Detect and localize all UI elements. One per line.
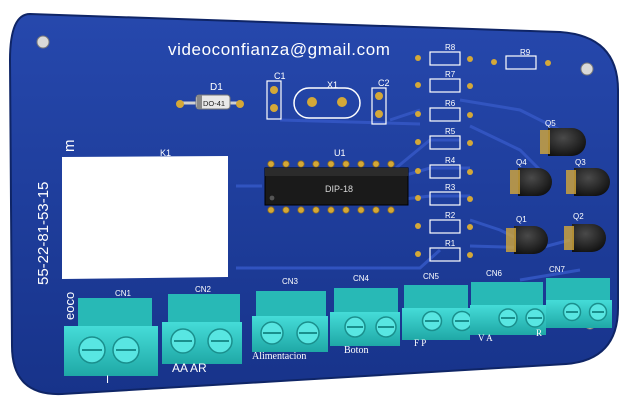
side-text-fragment: m xyxy=(61,140,78,153)
terminal-cn7-label: R xyxy=(536,328,542,338)
transistor-q1: Q1 xyxy=(506,215,548,254)
transistor-q5: Q5 xyxy=(540,119,586,156)
terminal-cn2: CN2 AA AR xyxy=(162,285,242,375)
capacitor-c1-ref: C1 xyxy=(274,71,286,81)
terminal-cn6-label: V A xyxy=(478,333,493,343)
terminal-cn3-label: Alimentacion xyxy=(252,351,306,362)
transistor-q1-ref: Q1 xyxy=(516,215,527,224)
resistor-r9-ref: R9 xyxy=(520,48,531,57)
terminal-cn1-ref: CN1 xyxy=(115,289,132,298)
resistor-r5-ref: R5 xyxy=(445,127,456,136)
terminal-cn4-ref: CN4 xyxy=(353,274,370,283)
terminal-cn3-ref: CN3 xyxy=(282,277,299,286)
email-text: videoconfianza@gmail.com xyxy=(168,40,391,59)
resistor-array: R8 R9 R7 R6 R5 R4 R3 R2 R1 xyxy=(415,43,551,262)
terminal-cn4-label: Boton xyxy=(344,345,368,356)
relay-ref: K1 xyxy=(160,148,171,158)
terminal-cn7-ref: CN7 xyxy=(549,265,566,274)
transistor-q4-ref: Q4 xyxy=(516,158,527,167)
relay-k1: K1 xyxy=(62,148,228,279)
ic-ref: U1 xyxy=(334,148,346,158)
terminal-cn7: CN7 R xyxy=(536,265,612,338)
terminal-cn1-label: I xyxy=(106,374,109,386)
resistor-r1-ref: R1 xyxy=(445,239,456,248)
transistor-q3: Q3 xyxy=(566,158,610,196)
diode-package: DO-41 xyxy=(203,99,225,108)
resistor-r8-ref: R8 xyxy=(445,43,456,52)
transistor-q2: Q2 xyxy=(564,212,606,252)
resistor-r3-ref: R3 xyxy=(445,183,456,192)
resistor-r2-ref: R2 xyxy=(445,211,456,220)
capacitor-c2: C2 xyxy=(371,78,390,125)
terminal-cn2-label: AA AR xyxy=(172,361,207,375)
terminal-cn6: CN6 V A xyxy=(470,269,546,343)
mount-hole xyxy=(36,35,50,49)
capacitor-c1: C1 xyxy=(266,71,286,120)
phone-text: 55-22-81-53-15 xyxy=(35,182,52,285)
ic-package: DIP-18 xyxy=(325,184,353,194)
terminal-cn1: CN1 I xyxy=(64,289,158,386)
ic-u1: U1 DIP-18 xyxy=(264,148,409,214)
terminal-cn2-ref: CN2 xyxy=(195,285,212,294)
diode-d1: D1 DO-41 xyxy=(176,82,244,110)
transistor-q2-ref: Q2 xyxy=(573,212,584,221)
side-text-fragment-2: eoco xyxy=(62,292,77,320)
terminal-cn6-ref: CN6 xyxy=(486,269,503,278)
terminal-cn5-ref: CN5 xyxy=(423,272,440,281)
mount-hole xyxy=(580,62,594,76)
transistor-q4: Q4 xyxy=(510,158,552,196)
terminal-cn3: CN3 Alimentacion xyxy=(252,277,328,362)
diode-ref: D1 xyxy=(210,82,223,93)
capacitor-c2-ref: C2 xyxy=(378,78,390,88)
transistor-q5-ref: Q5 xyxy=(545,119,556,128)
terminal-cn4: CN4 Boton xyxy=(330,274,400,356)
terminal-cn5-label: F P xyxy=(414,338,426,348)
crystal-ref: X1 xyxy=(327,80,338,90)
resistor-r4-ref: R4 xyxy=(445,156,456,165)
terminal-cn5: CN5 F P xyxy=(402,272,473,348)
crystal-x1: X1 xyxy=(293,80,361,119)
transistor-q3-ref: Q3 xyxy=(575,158,586,167)
resistor-r7-ref: R7 xyxy=(445,70,456,79)
terminal-blocks: CN1 I CN2 AA AR CN3 xyxy=(64,265,612,386)
resistor-r6-ref: R6 xyxy=(445,99,456,108)
